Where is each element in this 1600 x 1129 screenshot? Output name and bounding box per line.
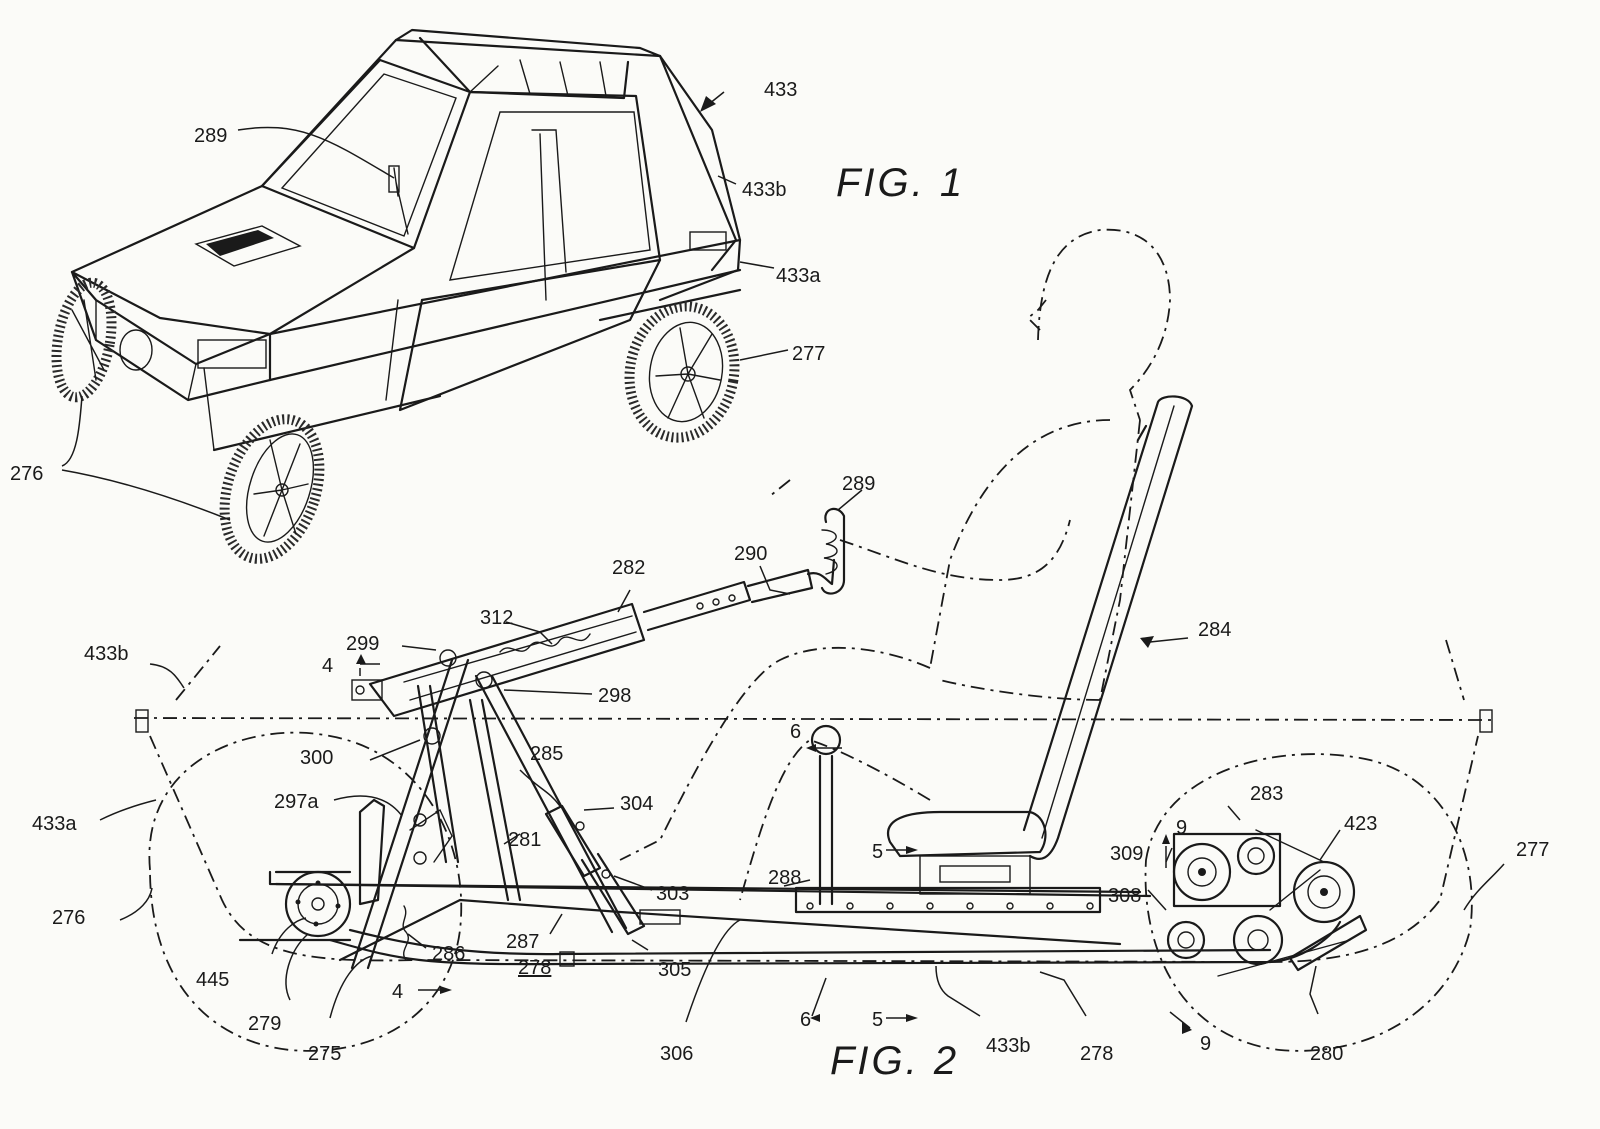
ref-277-fig2: 277 — [1516, 839, 1549, 861]
ref-306: 306 — [660, 1043, 693, 1065]
ref-287: 287 — [506, 931, 539, 953]
ref-4-top: 4 — [322, 655, 333, 677]
fig2-leader-lines — [99, 489, 1505, 1023]
fig2-linkage — [284, 649, 681, 970]
ref-286: 286 — [432, 943, 465, 965]
fig1-vehicle-body — [51, 28, 742, 564]
fig2-control-column — [351, 507, 846, 718]
ref-4-bot: 4 — [392, 981, 403, 1003]
ref-305: 305 — [658, 959, 691, 981]
ref-433a-left: 433a — [32, 813, 77, 835]
ref-433b-fig1: 433b — [742, 179, 787, 201]
fig2-rear-drive — [1166, 829, 1368, 977]
fig2-seat — [887, 395, 1194, 895]
figure-2-caption: FIG. 2 — [830, 1039, 959, 1083]
ref-278-underlined: 278 — [518, 957, 551, 979]
ref-297a: 297a — [274, 791, 319, 813]
ref-9-top: 9 — [1176, 817, 1187, 839]
ref-308: 308 — [1108, 885, 1141, 907]
ref-423: 423 — [1344, 813, 1377, 835]
ref-309: 309 — [1110, 843, 1143, 865]
ref-9-bot: 9 — [1200, 1033, 1211, 1055]
ref-6-top: 6 — [790, 721, 801, 743]
fig1-front-right-wheel — [51, 277, 117, 403]
ref-5-top: 5 — [872, 841, 883, 863]
ref-290: 290 — [734, 543, 767, 565]
ref-289-fig1: 289 — [194, 125, 227, 147]
ref-285: 285 — [530, 743, 563, 765]
ref-282: 282 — [612, 557, 645, 579]
fig2-lever-288 — [810, 724, 842, 906]
fig2-occupant-phantom — [619, 228, 1171, 901]
fig1-front-left-wheel — [219, 414, 325, 564]
fig2-section-markers — [356, 654, 1192, 1034]
ref-433: 433 — [764, 79, 797, 101]
ref-433a-fig1: 433a — [776, 265, 821, 287]
ref-299: 299 — [346, 633, 379, 655]
ref-276-fig1: 276 — [10, 463, 43, 485]
reference-numerals: 433 289 433b 433a 277 276 289 290 282 31… — [10, 79, 1549, 1065]
ref-281: 281 — [508, 829, 541, 851]
ref-298: 298 — [598, 685, 631, 707]
ref-300: 300 — [300, 747, 333, 769]
fig1-rear-wheel — [624, 301, 740, 443]
figure-1-caption: FIG. 1 — [836, 161, 965, 205]
ref-289-fig2: 289 — [842, 473, 875, 495]
ref-6-bot: 6 — [800, 1009, 811, 1031]
ref-278-bot: 278 — [1080, 1043, 1113, 1065]
ref-279: 279 — [248, 1013, 281, 1035]
ref-288: 288 — [768, 867, 801, 889]
ref-303: 303 — [656, 883, 689, 905]
ref-433b-bot: 433b — [986, 1035, 1031, 1057]
ref-276-fig2: 276 — [52, 907, 85, 929]
ref-280: 280 — [1310, 1043, 1343, 1065]
ref-283: 283 — [1250, 783, 1283, 805]
ref-304: 304 — [620, 793, 653, 815]
fig2-frame — [238, 870, 1342, 967]
ref-277-fig1: 277 — [792, 343, 825, 365]
ref-312: 312 — [480, 607, 513, 629]
fig1-leader-lines — [61, 91, 789, 521]
ref-433b-left: 433b — [84, 643, 129, 665]
ref-445: 445 — [196, 969, 229, 991]
ref-284: 284 — [1198, 619, 1231, 641]
ref-5-bot: 5 — [872, 1009, 883, 1031]
ref-275: 275 — [308, 1043, 341, 1065]
